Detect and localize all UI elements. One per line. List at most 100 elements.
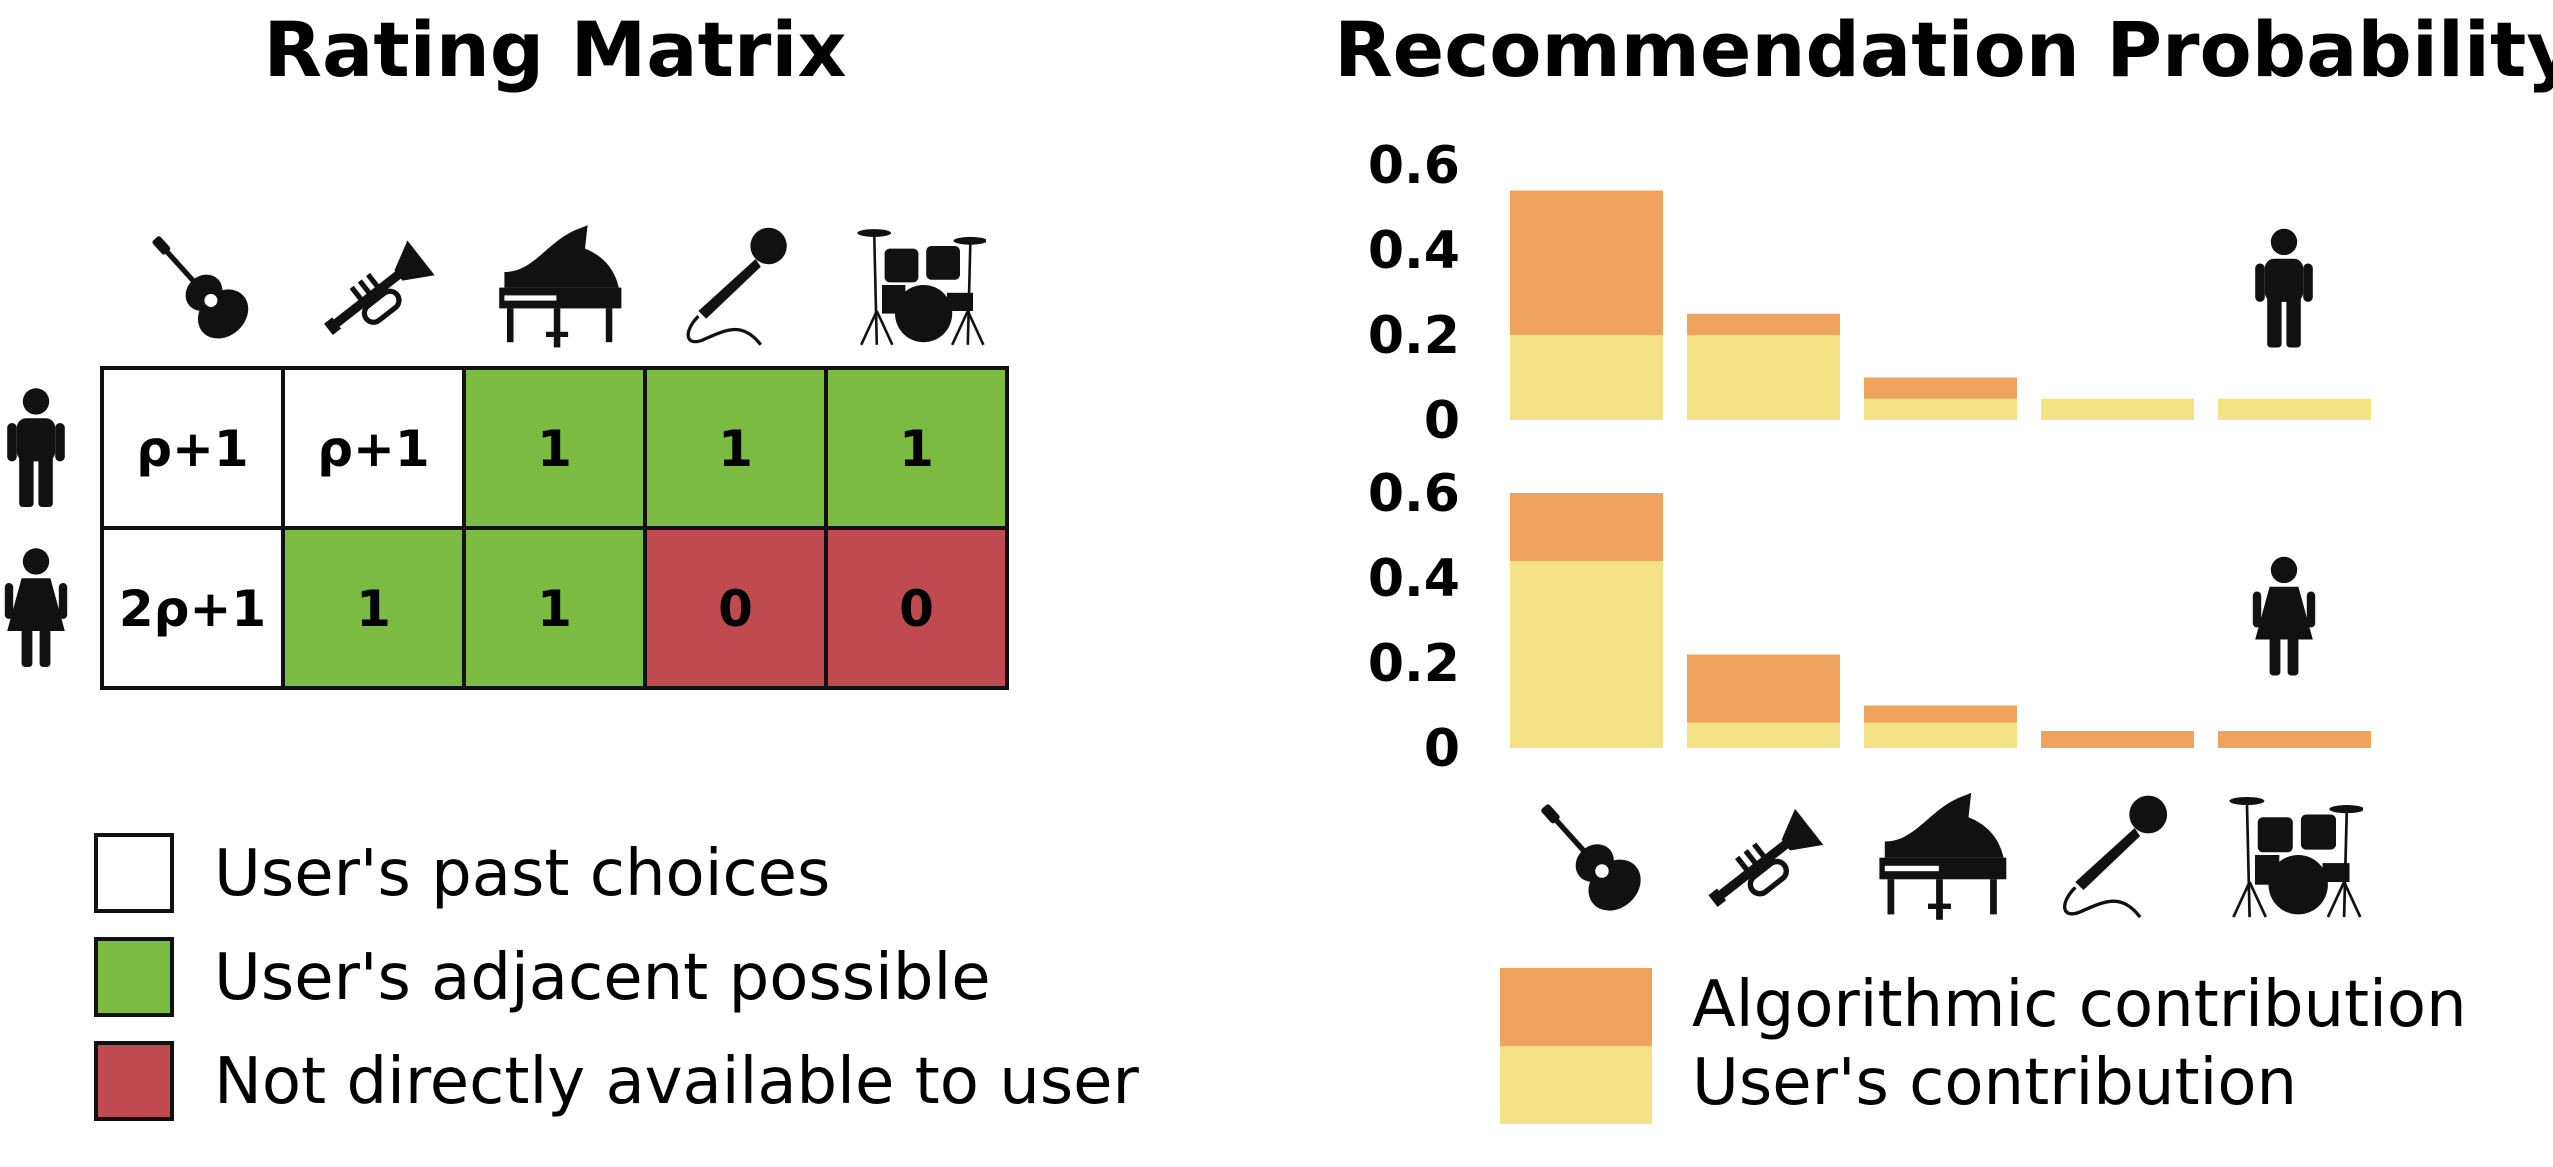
bar-stack-drum-kit (2218, 731, 2371, 748)
y-tick-label: 0 (1424, 719, 1460, 779)
bar-stack-trumpet (1687, 654, 1840, 748)
bar-algorithmic (1510, 493, 1663, 561)
axis-drum-kit-icon (2228, 795, 2363, 919)
bar-user (1687, 722, 1840, 748)
chart-user-woman-icon (2252, 556, 2316, 676)
matrix-cell-value: 1 (718, 420, 753, 478)
y-tick-label: 0.6 (1368, 464, 1460, 524)
recommendation-charts: 0.6 0.4 0.2 0 0.6 0.4 0.2 0 (1368, 136, 2371, 779)
bar-algorithmic (1687, 654, 1840, 723)
bar-algorithmic (2041, 731, 2194, 748)
matrix-cell-value: 0 (718, 580, 753, 638)
guitar-icon (134, 220, 259, 349)
matrix-cell-fill (281, 366, 466, 530)
y-tick-label: 0 (1424, 391, 1460, 451)
matrix-cell: 0 (643, 526, 828, 690)
y-tick-label: 0.2 (1368, 634, 1460, 694)
matrix-cell: 0 (824, 526, 1009, 690)
bar-stack-microphone (2041, 398, 2194, 420)
matrix-cell-value: 0 (899, 580, 934, 638)
chart-item-icons (1523, 787, 2363, 922)
legend-label: Algorithmic contribution (1692, 968, 2467, 1042)
matrix-cell: 2ρ+1 (100, 526, 285, 690)
matrix-cell: ρ+1 (100, 366, 285, 530)
bar-stack-grand-piano (1864, 377, 2017, 420)
bar-user (1864, 722, 2017, 748)
matrix-cell-value: ρ+1 (136, 420, 248, 478)
legend-label: Not directly available to user (214, 1045, 1140, 1119)
chart-1: 0.6 0.4 0.2 0 (1368, 464, 2371, 779)
y-tick-label: 0.6 (1368, 136, 1460, 196)
bar-algorithmic (1687, 313, 1840, 335)
matrix-cell-value: 1 (537, 420, 572, 478)
bar-algorithmic (1510, 190, 1663, 335)
bar-user (1510, 561, 1663, 748)
axis-trumpet-icon (1699, 809, 1824, 921)
y-tick-label: 0.4 (1368, 549, 1460, 609)
legend-swatch (1500, 968, 1652, 1046)
matrix-cell: 1 (281, 526, 466, 690)
grand-piano-icon (499, 225, 622, 348)
bar-user (1687, 335, 1840, 420)
bar-user (2041, 398, 2194, 420)
matrix-item-icons (134, 220, 986, 349)
matrix-cell-value: 1 (356, 580, 391, 638)
bar-algorithmic (2218, 731, 2371, 748)
matrix-cell-value: 2ρ+1 (119, 580, 266, 638)
axis-grand-piano-icon (1879, 792, 2007, 920)
bar-algorithmic (1864, 705, 2017, 723)
legend-item-past: User's past choices (94, 833, 830, 913)
matrix-cell-fill (100, 366, 285, 530)
bar-user (1510, 335, 1663, 420)
matrix-cell-fill (462, 526, 647, 690)
y-tick-label: 0.2 (1368, 306, 1460, 366)
legend-item-user: User's contribution (1500, 1046, 2297, 1124)
bar-user (2218, 398, 2371, 420)
drum-kit-icon (856, 227, 986, 347)
bar-stack-trumpet (1687, 313, 1840, 420)
matrix-cell-value: 1 (899, 420, 934, 478)
bar-user (1864, 398, 2017, 420)
bar-stack-drum-kit (2218, 398, 2371, 420)
man-icon (7, 388, 65, 507)
chart-0: 0.6 0.4 0.2 0 (1368, 136, 2371, 451)
bar-stack-grand-piano (1864, 705, 2017, 748)
matrix-cell-fill (281, 526, 466, 690)
bar-stack-guitar (1510, 493, 1663, 748)
bar-stack-microphone (2041, 731, 2194, 748)
trumpet-icon (315, 240, 435, 348)
y-tick-label: 0.4 (1368, 221, 1460, 281)
matrix-cell: ρ+1 (281, 366, 466, 530)
matrix-cell: 1 (462, 526, 647, 690)
rating-matrix: ρ+1 ρ+1 1 1 1 2ρ+1 1 1 0 0 (100, 366, 1009, 690)
matrix-cell: 1 (643, 366, 828, 530)
matrix-user-icons (4, 388, 68, 667)
bar-algorithmic (1864, 377, 2017, 399)
legend-swatch (1500, 1046, 1652, 1124)
legend-swatch (94, 1041, 174, 1121)
bar-stack-guitar (1510, 190, 1663, 420)
matrix-cell-fill (643, 526, 828, 690)
matrix-cell: 1 (462, 366, 647, 530)
axis-guitar-icon (1523, 787, 1652, 922)
legend-item-adjacent: User's adjacent possible (94, 937, 991, 1017)
matrix-cell-value: ρ+1 (317, 420, 429, 478)
matrix-cell-value: 1 (537, 580, 572, 638)
legend-label: User's past choices (214, 837, 830, 911)
legend-swatch (94, 937, 174, 1017)
microphone-icon (686, 225, 789, 347)
chart-user-man-icon (2255, 228, 2313, 348)
legend-item-algorithmic: Algorithmic contribution (1500, 968, 2467, 1046)
legend-label: User's adjacent possible (214, 941, 991, 1015)
woman-icon (4, 548, 68, 667)
rating-matrix-title: Rating Matrix (264, 5, 847, 94)
legend-swatch (94, 833, 174, 913)
matrix-cell: 1 (824, 366, 1009, 530)
legend-item-unavailable: Not directly available to user (94, 1041, 1140, 1121)
legend-label: User's contribution (1692, 1046, 2297, 1120)
matrix-cell-fill (100, 526, 285, 690)
matrix-cell-fill (824, 526, 1009, 690)
